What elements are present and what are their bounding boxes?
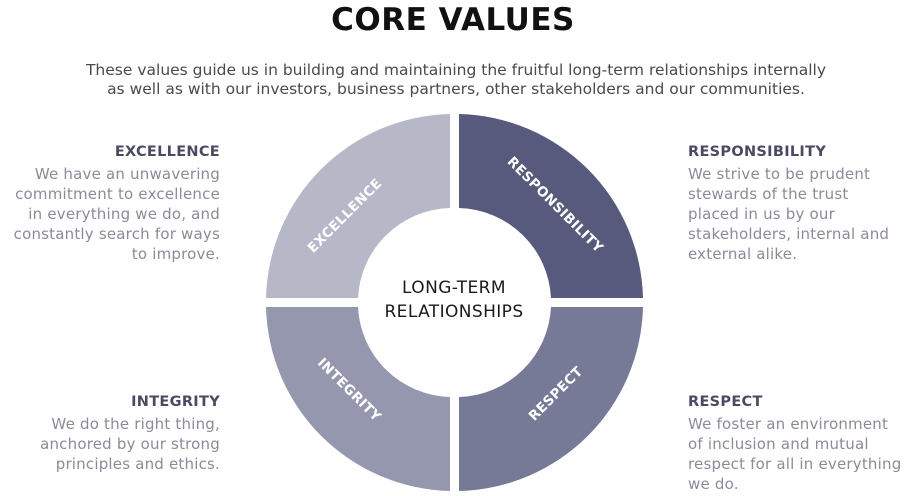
desc-line: we do. (688, 475, 739, 493)
desc-line: of inclusion and mutual (688, 435, 869, 453)
intro-text: These values guide us in building and ma… (0, 61, 912, 99)
desc-line: anchored by our strong (40, 435, 220, 453)
value-heading-respect: RESPECT (688, 394, 763, 410)
segment-responsibility (459, 114, 643, 298)
desc-line: commitment to excellence (15, 185, 220, 203)
desc-line: We strive to be prudent (688, 165, 871, 183)
value-desc-integrity: We do the right thing, anchored by our s… (0, 414, 220, 474)
desc-line: We foster an environment (688, 415, 889, 433)
value-block-integrity: INTEGRITY We do the right thing, anchore… (0, 394, 220, 474)
desc-line: respect for all in everything (688, 455, 902, 473)
desc-line: principles and ethics. (55, 455, 220, 473)
desc-line: We do the right thing, (51, 415, 220, 433)
desc-line: constantly search for ways (13, 225, 220, 243)
desc-line: external alike. (688, 245, 798, 263)
intro-line-2: as well as with our investors, business … (107, 80, 805, 98)
center-label-line-1: LONG-TERM (402, 278, 506, 298)
segment-respect (459, 307, 643, 491)
value-heading-integrity: INTEGRITY (131, 394, 220, 410)
desc-line: to improve. (131, 245, 220, 263)
value-desc-respect: We foster an environment of inclusion an… (688, 414, 920, 494)
value-desc-excellence: We have an unwavering commitment to exce… (0, 164, 220, 264)
desc-line: placed in us by our (688, 205, 835, 223)
desc-line: stewards of the trust (688, 185, 849, 203)
segment-excellence (266, 114, 450, 298)
segment-integrity (266, 307, 450, 491)
desc-line: in everything we do, and (28, 205, 220, 223)
value-block-responsibility: RESPONSIBILITY We strive to be prudent s… (688, 144, 920, 264)
page-title: CORE VALUES (331, 2, 575, 38)
value-block-excellence: EXCELLENCE We have an unwavering commitm… (0, 144, 220, 264)
value-heading-excellence: EXCELLENCE (114, 144, 220, 160)
desc-line: stakeholders, internal and (688, 225, 890, 243)
value-desc-responsibility: We strive to be prudent stewards of the … (688, 164, 920, 264)
intro-line-1: These values guide us in building and ma… (85, 61, 827, 79)
desc-line: We have an unwavering (34, 165, 220, 183)
value-block-respect: RESPECT We foster an environment of incl… (688, 394, 920, 494)
center-label-line-2: RELATIONSHIPS (384, 302, 523, 322)
value-heading-responsibility: RESPONSIBILITY (688, 144, 827, 160)
